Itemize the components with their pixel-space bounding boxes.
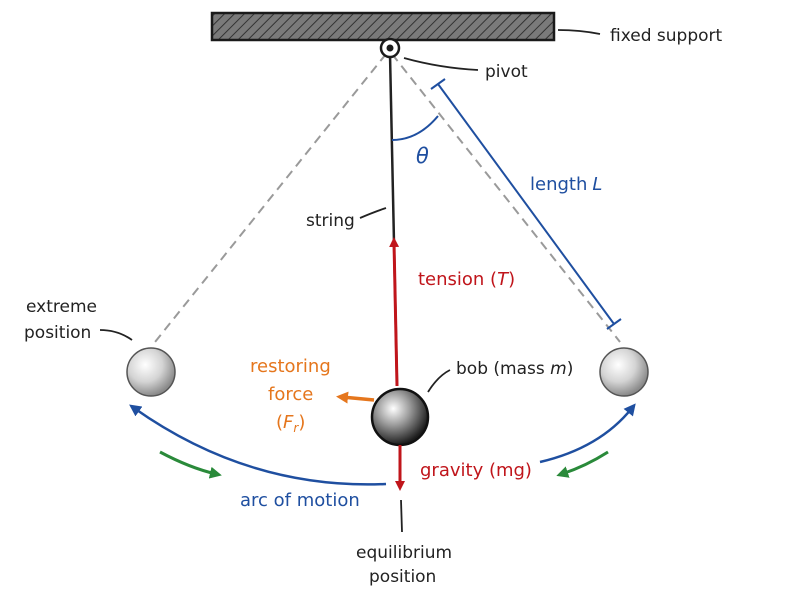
fixed-support-leader — [557, 29, 601, 35]
length-dimension-line — [437, 83, 615, 325]
bob-close: ) — [567, 359, 574, 379]
gravity-label: gravity (mg) — [420, 460, 532, 481]
right-extreme-bob — [599, 347, 649, 397]
arc-of-motion-left — [129, 404, 387, 486]
left-extreme-string — [154, 53, 387, 343]
extreme-position-label-line2: position — [24, 323, 91, 343]
bob — [370, 387, 430, 447]
tension-symbol: T — [497, 269, 510, 290]
length-end-cap-top — [430, 78, 446, 90]
left-extreme-bob — [126, 347, 176, 397]
extreme-position-label-line1: extreme — [26, 297, 97, 317]
length-end-cap-bottom — [606, 318, 622, 330]
restoring-close: ) — [298, 412, 305, 433]
equilibrium-label-line2: position — [369, 567, 436, 587]
restoring-force-label-line1: restoring — [250, 356, 331, 377]
length-symbol: L — [592, 174, 602, 195]
restoring-force-label-line3: (Fr) — [276, 412, 305, 435]
tension-label: tension (T) — [418, 269, 515, 290]
arc-of-motion-label: arc of motion — [240, 490, 360, 511]
theta-arc — [391, 115, 439, 141]
fixed-support-bar — [210, 11, 556, 42]
equilibrium-label-line1: equilibrium — [356, 543, 452, 563]
bob-text: bob (mass — [456, 359, 550, 379]
restoring-force-label-line2: force — [268, 384, 313, 405]
restoring-force-arrow — [336, 391, 375, 404]
right-extreme-string — [391, 53, 621, 343]
extreme-position-leader — [99, 329, 133, 341]
length-text: length — [530, 174, 587, 195]
arc-of-motion-right — [539, 403, 636, 464]
tension-arrow — [389, 237, 400, 387]
string-label: string — [306, 211, 355, 231]
pivot-leader — [403, 57, 479, 71]
pivot-center — [386, 44, 394, 52]
restoring-symbol: F — [283, 412, 294, 433]
tension-text: tension ( — [418, 269, 497, 290]
restoring-open: ( — [276, 412, 283, 433]
theta-label: θ — [416, 144, 429, 168]
right-motion-arrow — [556, 450, 609, 478]
equilibrium-tick — [400, 499, 403, 533]
restoring-subscript: r — [293, 421, 299, 435]
tension-close: ) — [508, 269, 515, 290]
left-motion-arrow — [159, 450, 222, 479]
bob-symbol: m — [550, 359, 567, 379]
bob-label: bob (mass m) — [456, 359, 573, 379]
fixed-support-label: fixed support — [610, 26, 723, 46]
string-leader — [359, 207, 387, 219]
pivot-label: pivot — [485, 62, 528, 82]
bob-leader — [427, 369, 451, 393]
